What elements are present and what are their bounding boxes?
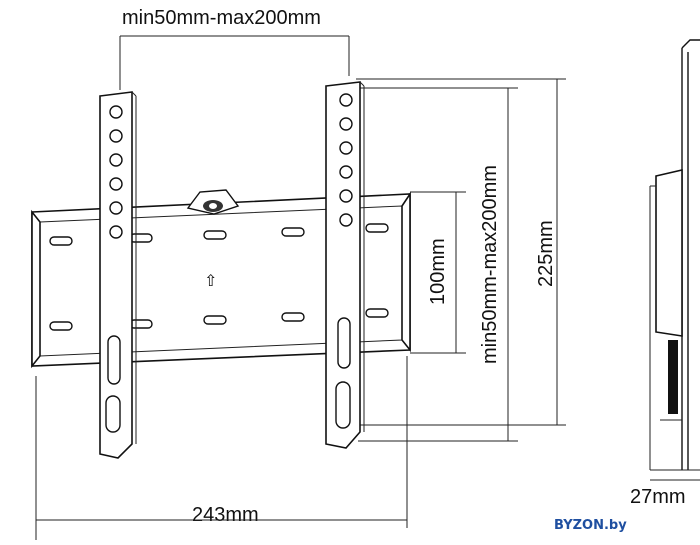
arm-hole bbox=[339, 141, 353, 155]
arm-hole bbox=[339, 117, 353, 131]
arm-hole bbox=[109, 105, 123, 119]
side-profile bbox=[649, 39, 700, 481]
arm-hole bbox=[109, 177, 123, 191]
plate-slot bbox=[281, 227, 305, 237]
top-width-dimension bbox=[119, 35, 350, 90]
arm-hole bbox=[109, 201, 123, 215]
dim-plate-height: 100mm bbox=[427, 238, 449, 305]
arm-hole bbox=[339, 165, 353, 179]
left-arm bbox=[99, 91, 137, 459]
arm-hole bbox=[339, 189, 353, 203]
plate-slot bbox=[203, 315, 227, 325]
arm-slot bbox=[105, 395, 121, 433]
arm-slot bbox=[337, 317, 351, 369]
arm-slot bbox=[107, 335, 121, 385]
lock-icon bbox=[186, 189, 240, 215]
dim-bracket-height: 225mm bbox=[535, 220, 557, 287]
dim-top-width: min50mm-max200mm bbox=[122, 7, 321, 29]
arm-hole bbox=[339, 213, 353, 227]
arm-slot bbox=[335, 381, 351, 429]
plate-slot bbox=[365, 308, 389, 318]
plate-slot bbox=[129, 319, 153, 329]
up-arrow-icon: ⇧ bbox=[204, 271, 217, 290]
plate-slot bbox=[281, 312, 305, 322]
arm-hole bbox=[109, 129, 123, 143]
arm-hole bbox=[339, 93, 353, 107]
dim-plate-width: 243mm bbox=[192, 504, 259, 526]
plate-width-dimension bbox=[35, 356, 408, 540]
plate-slot bbox=[129, 233, 153, 243]
right-arm bbox=[325, 81, 365, 449]
dim-vertical-range: min50mm-max200mm bbox=[479, 165, 501, 364]
dim-depth: 27mm bbox=[630, 486, 686, 508]
vertical-dimensions bbox=[356, 78, 566, 442]
arm-hole bbox=[109, 225, 123, 239]
watermark: BYZON.by bbox=[554, 518, 627, 533]
plate-slot bbox=[49, 321, 73, 331]
plate-slot bbox=[365, 223, 389, 233]
plate-slot bbox=[49, 236, 73, 246]
plate-slot bbox=[203, 230, 227, 240]
arm-hole bbox=[109, 153, 123, 167]
